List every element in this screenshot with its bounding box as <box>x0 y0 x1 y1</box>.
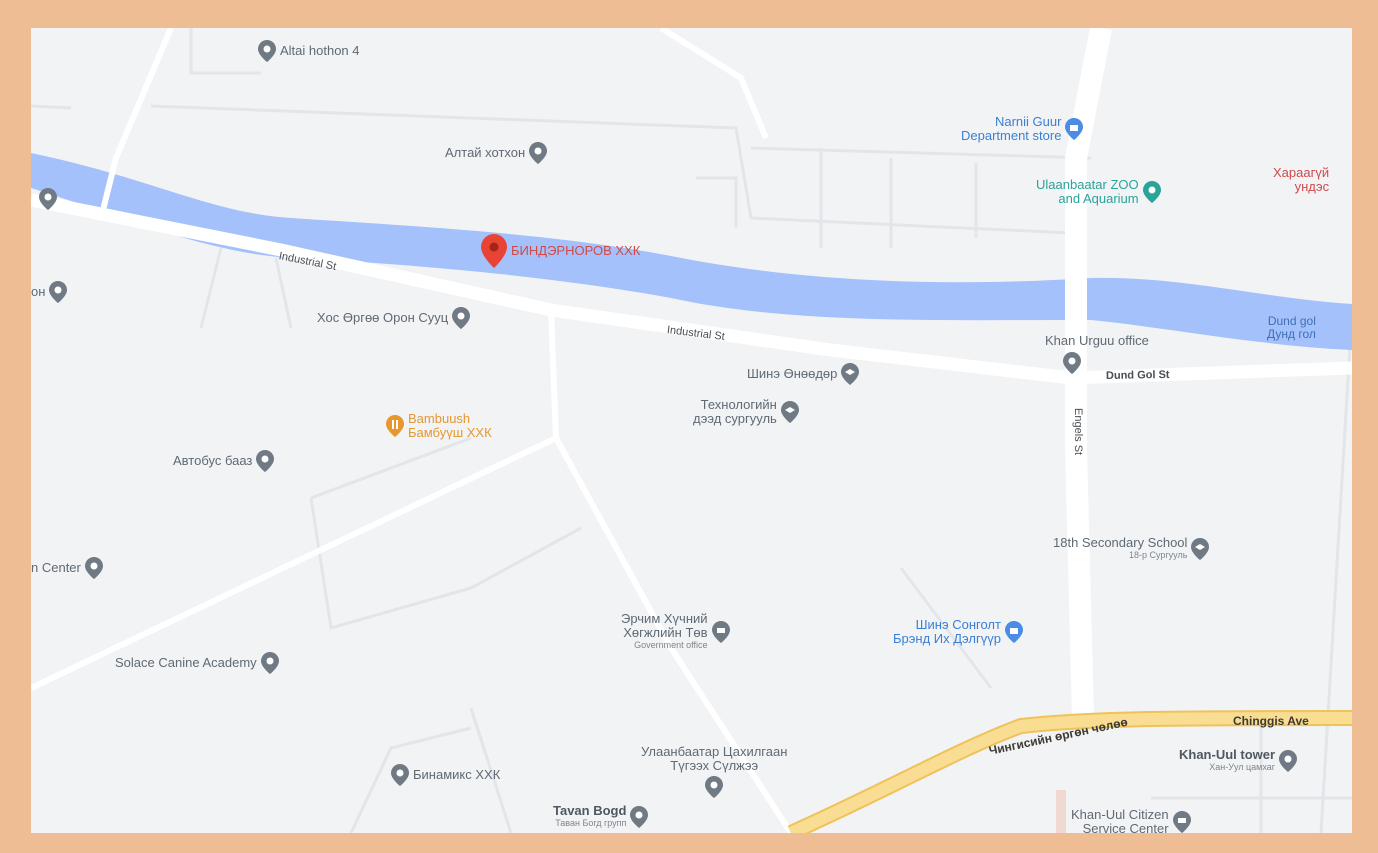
poi-label: Solace Canine Academy <box>115 655 257 670</box>
poi-label-line2: ундэс <box>1294 179 1330 194</box>
industrial-st-road <box>31 193 1352 385</box>
secondary-roads <box>31 28 794 833</box>
school-pin-icon <box>780 401 799 423</box>
water-label-line1: Dund gol <box>1267 314 1316 328</box>
poi-label-line1: Технологийн <box>700 397 777 412</box>
poi-shinee-songolt[interactable]: Шинэ Сонголт Брэнд Их Дэлгүүр <box>893 618 1023 646</box>
poi-label: n Center <box>31 560 81 575</box>
location-pin-icon <box>49 281 68 303</box>
water-label-dund-gol: Dund gol Дунд гол <box>1267 315 1316 341</box>
poi-label-line1: Шинэ Сонголт <box>915 617 1001 632</box>
shopping-bag-pin-icon <box>1065 118 1084 140</box>
map-viewport[interactable]: Altai hothon 4 Алтай хотхон Narnii Guur … <box>31 28 1352 833</box>
poi-label-line2: дээд сургууль <box>693 411 777 426</box>
poi-sublabel: Таван Богд групп <box>555 818 627 828</box>
poi-sublabel: Хан-Уул цамхаг <box>1209 762 1276 772</box>
poi-label: Хос Өргөө Орон Сууц <box>317 310 449 325</box>
poi-haraagui[interactable]: Хараагүй ундэс <box>1273 166 1329 194</box>
location-pin-icon <box>391 764 409 786</box>
selected-place-label: БИНДЭРНОРОВ ХХК <box>511 243 641 258</box>
street-label-chinggis-en: Chinggis Ave <box>1233 714 1309 728</box>
poi-altai-hotxon[interactable]: Алтай хотхон <box>445 142 548 164</box>
location-pin-icon <box>1063 352 1081 374</box>
poi-shina-unuudur[interactable]: Шинэ Өнөөдөр <box>747 363 860 385</box>
poi-label: Khan-Uul tower <box>1179 747 1276 762</box>
poi-label-line1: Khan-Uul Citizen <box>1071 807 1169 822</box>
poi-label-line1: 18th Secondary School <box>1053 535 1188 550</box>
engels-st-road <box>1065 28 1112 719</box>
dund-gol-river <box>31 153 1352 350</box>
location-pin-icon <box>452 307 471 329</box>
zoo-pin-icon <box>1142 181 1161 203</box>
poi-label: Khan Urguu office <box>1045 333 1149 348</box>
restaurant-pin-icon <box>386 415 404 437</box>
water-label-line2: Дунд гол <box>1267 327 1316 341</box>
poi-ub-power[interactable]: Улаанбаатар Цахилгаан Түгээх Сүлжээ <box>641 745 787 798</box>
location-pin-icon <box>705 776 724 798</box>
poi-altai-hothon-4[interactable]: Altai hothon 4 <box>258 40 360 62</box>
poi-ub-zoo[interactable]: Ulaanbaatar ZOO and Aquarium <box>1036 178 1161 206</box>
location-pin-icon <box>258 40 276 62</box>
street-label-engels: Engels St <box>1072 408 1084 456</box>
poi-label: Altai hothon 4 <box>280 43 360 58</box>
poi-18th-school[interactable]: 18th Secondary School 18-р Сургууль <box>1053 535 1210 561</box>
poi-tech-school[interactable]: Технологийн дээд сургууль <box>693 398 799 426</box>
poi-label-line1: Bambuush <box>408 411 471 426</box>
poi-narnii-guur[interactable]: Narnii Guur Department store <box>961 114 1084 143</box>
location-pin-icon <box>529 142 548 164</box>
poi-khan-uul-tower[interactable]: Khan-Uul tower Хан-Уул цамхаг <box>1179 747 1298 773</box>
poi-label: Tavan Bogd <box>553 803 627 818</box>
poi-sublabel: 18-р Сургууль <box>1128 550 1188 560</box>
location-pin-icon <box>39 188 57 210</box>
poi-label-line2: Бамбуүш ХХК <box>408 425 492 440</box>
poi-tavan-bogd[interactable]: Tavan Bogd Таван Богд групп <box>553 803 649 829</box>
government-pin-icon <box>1172 811 1191 833</box>
poi-label: Бинамикс ХХК <box>413 767 501 782</box>
shopping-bag-pin-icon <box>1004 621 1023 643</box>
poi-binamiks[interactable]: Бинамикс ХХК <box>391 764 500 786</box>
location-pin-icon <box>260 652 279 674</box>
poi-left-edge[interactable] <box>39 188 57 210</box>
poi-label: Автобус бааз <box>173 453 253 468</box>
poi-sublabel: Government office <box>634 640 708 650</box>
poi-label-line1: Улаанбаатар Цахилгаан <box>641 744 788 759</box>
poi-label-line2: Department store <box>961 128 1062 143</box>
street-label-dund-gol: Dund Gol St <box>1105 368 1170 382</box>
poi-label-line1: Narnii Guur <box>994 114 1062 129</box>
school-pin-icon <box>1191 537 1210 560</box>
poi-label-line1: Эрчим Хүчний <box>621 611 708 626</box>
poi-label-line2: Service Center <box>1082 821 1169 834</box>
building-block <box>1056 790 1066 833</box>
poi-khan-urguu[interactable]: Khan Urguu office <box>1045 334 1149 348</box>
poi-label-line2: Түгээх Сүлжээ <box>670 758 759 773</box>
poi-label: Алтай хотхон <box>445 145 526 160</box>
map-base-layer <box>31 28 1352 833</box>
poi-hos-urgee[interactable]: Хос Өргөө Орон Сууц <box>317 307 471 329</box>
poi-erchim[interactable]: Эрчим Хүчний Хөгжлийн Төв Government off… <box>621 612 730 651</box>
poi-center-left[interactable]: n Center <box>31 557 103 579</box>
poi-label-line1: Ulaanbaatar ZOO <box>1036 177 1139 192</box>
poi-solace[interactable]: Solace Canine Academy <box>115 652 279 674</box>
poi-selected-binderorov[interactable]: БИНДЭРНОРОВ ХХК <box>481 234 640 268</box>
government-pin-icon <box>711 620 730 643</box>
poi-label-line1: Хараагүй <box>1273 165 1330 180</box>
poi-label: Шинэ Өнөөдөр <box>747 366 838 381</box>
poi-citizen-center[interactable]: Khan-Uul Citizen Service Center <box>1071 808 1191 833</box>
poi-avtobus-baaz[interactable]: Автобус бааз <box>173 450 275 472</box>
location-pin-icon <box>256 450 275 472</box>
red-location-pin-icon <box>481 234 507 268</box>
location-pin-icon <box>630 805 649 828</box>
poi-label: он <box>31 284 46 299</box>
school-pin-icon <box>841 363 860 385</box>
poi-left-on[interactable]: он <box>31 281 68 303</box>
poi-bambuush[interactable]: Bambuush Бамбуүш ХХК <box>386 412 492 440</box>
location-pin-icon <box>1279 749 1298 772</box>
minor-roads <box>31 28 1352 833</box>
poi-label-line2: and Aquarium <box>1058 191 1139 206</box>
poi-label-line2: Брэнд Их Дэлгүүр <box>893 631 1001 646</box>
location-pin-icon <box>84 557 103 579</box>
poi-label-line2: Хөгжлийн Төв <box>623 625 708 640</box>
